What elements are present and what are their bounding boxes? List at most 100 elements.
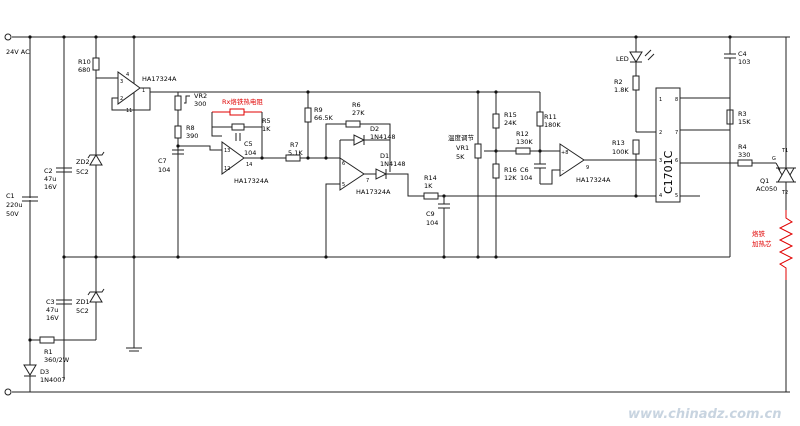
opamp-u2: HA17324A 13 12 14 [221, 136, 269, 185]
svg-text:ZD2: ZD2 [76, 158, 90, 166]
junction-dots [28, 35, 732, 342]
input-terminal-top [4, 33, 12, 41]
svg-text:D2: D2 [370, 125, 379, 133]
svg-text:C3: C3 [46, 298, 55, 306]
svg-text:680: 680 [78, 66, 90, 74]
svg-text:104: 104 [244, 149, 256, 157]
svg-text:+8: +8 [561, 150, 568, 156]
svg-text:VR1: VR1 [456, 144, 469, 152]
svg-text:300: 300 [194, 100, 206, 108]
opamp-u3: HA17324A 6 5 7 [325, 157, 391, 257]
svg-text:2: 2 [659, 130, 662, 136]
svg-text:C9: C9 [426, 210, 435, 218]
input-terminal-bottom [4, 388, 12, 396]
svg-text:14: 14 [246, 162, 252, 168]
svg-text:C4: C4 [738, 50, 747, 58]
svg-text:T2: T2 [781, 190, 788, 196]
svg-text:R12: R12 [516, 130, 529, 138]
ic-c1701c: C1701C 1 2 3 4 8 7 6 5 [655, 87, 681, 203]
capacitor-c3: C3 47u 16V [46, 298, 72, 322]
svg-text:5C2: 5C2 [76, 168, 89, 176]
capacitor-c5: C5 104 [235, 133, 256, 157]
triac-q1: Q1 AC050 T1 G T2 [756, 37, 796, 210]
svg-text:C6: C6 [520, 166, 529, 174]
capacitor-c9: C9 104 [426, 196, 450, 257]
svg-text:16V: 16V [44, 183, 57, 191]
svg-text:1.8K: 1.8K [614, 86, 629, 94]
svg-text:5K: 5K [456, 153, 465, 161]
svg-text:C1701C: C1701C [662, 150, 675, 194]
capacitor-c7: C7 104 [158, 149, 184, 174]
svg-text:T1: T1 [781, 148, 788, 154]
svg-text:5: 5 [675, 193, 678, 199]
svg-text:1: 1 [659, 97, 662, 103]
svg-text:C1: C1 [6, 192, 15, 200]
svg-text:100K: 100K [612, 148, 629, 156]
zener-zd2: ZD2 5C2 [76, 151, 105, 176]
svg-text:Rx烙铁热电阻: Rx烙铁热电阻 [222, 97, 263, 106]
svg-text:16V: 16V [46, 314, 59, 322]
ground-symbol [126, 347, 142, 352]
svg-text:R5: R5 [262, 117, 271, 125]
svg-text:27K: 27K [352, 109, 365, 117]
svg-text:15K: 15K [738, 118, 751, 126]
resistor-r8: R8 390 [174, 124, 198, 140]
svg-text:加热芯: 加热芯 [752, 239, 772, 248]
svg-text:47u: 47u [46, 306, 58, 314]
svg-text:R6: R6 [352, 101, 361, 109]
svg-text:360/2W: 360/2W [44, 356, 70, 364]
svg-text:R1: R1 [44, 348, 53, 356]
svg-text:Q1: Q1 [760, 177, 769, 185]
diode-d2: D2 1N4148 [340, 125, 396, 146]
svg-text:1N4148: 1N4148 [380, 160, 406, 168]
svg-text:D3: D3 [40, 368, 49, 376]
resistor-r11: R11 180K [536, 92, 561, 151]
svg-text:LED: LED [616, 55, 629, 63]
svg-text:1: 1 [142, 88, 145, 94]
svg-text:5: 5 [342, 182, 345, 188]
svg-text:VR2: VR2 [194, 92, 207, 100]
svg-text:温度调节: 温度调节 [448, 133, 475, 142]
svg-text:8: 8 [675, 97, 678, 103]
capacitor-c2: C2 47u 16V [44, 167, 72, 191]
svg-text:47u: 47u [44, 175, 56, 183]
svg-text:HA17324A: HA17324A [356, 188, 391, 196]
svg-text:D1: D1 [380, 152, 389, 160]
resistor-r7: R7 5.1K [285, 141, 340, 162]
svg-text:24K: 24K [504, 119, 517, 127]
sensor-resistor-rx: Rx烙铁热电阻 [212, 97, 263, 116]
resistor-r15: R15 24K [492, 92, 517, 164]
svg-text:13: 13 [224, 148, 230, 154]
diode-d3: D3 1N4007 [23, 364, 66, 384]
svg-text:2: 2 [120, 96, 123, 102]
potentiometer-vr1: 温度调节 VR1 5K [448, 92, 496, 257]
svg-text:HA17324A: HA17324A [142, 75, 177, 83]
heater-element: 烙铁 加热芯 [752, 210, 794, 280]
svg-text:R7: R7 [290, 141, 299, 149]
resistor-r5: R5 1K [212, 117, 271, 133]
svg-text:50V: 50V [6, 210, 19, 218]
svg-text:烙铁: 烙铁 [752, 229, 766, 238]
svg-text:R8: R8 [186, 124, 195, 132]
svg-text:12: 12 [224, 166, 230, 172]
svg-text:12K: 12K [504, 174, 517, 182]
svg-text:6: 6 [342, 161, 345, 167]
svg-text:103: 103 [738, 58, 750, 66]
svg-text:AC050: AC050 [756, 185, 777, 193]
resistor-r10: R10 680 [78, 57, 118, 79]
svg-text:104: 104 [426, 219, 438, 227]
svg-text:330: 330 [738, 151, 750, 159]
svg-text:HA17324A: HA17324A [234, 177, 269, 185]
svg-text:R10: R10 [78, 58, 91, 66]
capacitor-c4: C4 103 [724, 37, 750, 110]
capacitor-c1: C1 220u 50V [6, 192, 38, 218]
svg-text:220u: 220u [6, 201, 23, 209]
resistor-r16: R16 12K [492, 163, 517, 257]
potentiometer-vr2: VR2 300 [174, 92, 207, 111]
led: LED [616, 37, 655, 63]
input-voltage-label: 24V AC [6, 48, 30, 56]
svg-text:66.5K: 66.5K [314, 114, 333, 122]
svg-text:1N4148: 1N4148 [370, 133, 396, 141]
zener-zd1: ZD1 5C2 [76, 288, 105, 315]
